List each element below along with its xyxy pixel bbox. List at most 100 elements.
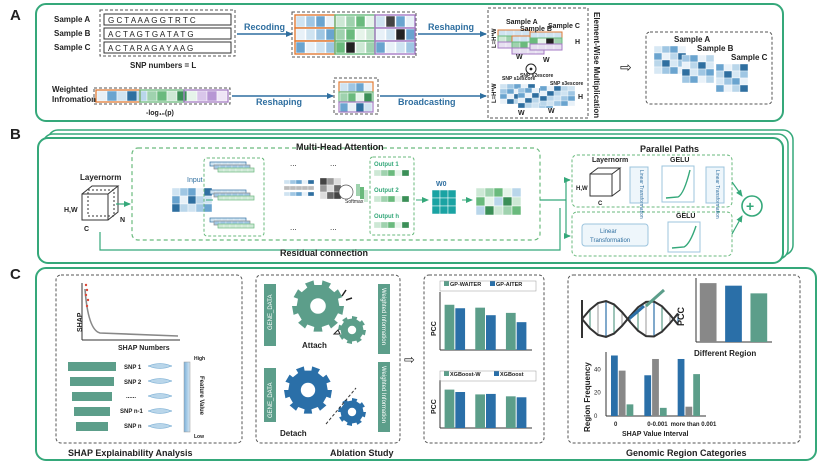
weight-cell [156,90,168,102]
stack-cell [545,37,555,45]
output-cell [681,75,691,84]
reshaped-cell [339,102,349,113]
bar-GP-AITER-1 [455,308,466,350]
implies-arrow: ⇨ [620,59,632,75]
bar-XGBoost-W-1 [444,389,455,428]
weight-stack-cell [524,102,533,109]
output-cell [739,63,749,72]
dim-w-bottom-2: W [548,108,555,115]
to-parallel-top [564,177,571,200]
gelu-curve-2 [671,225,697,249]
weight-stack-cell [506,98,515,105]
attn-row-cell [295,191,303,197]
output-cell [661,52,671,61]
dim-lhw-top: L=H*W [492,28,498,48]
weight-bar [95,89,229,103]
weight-stack-cell [499,98,508,105]
weight-cell [146,90,158,102]
dots-2: ... [330,159,337,168]
panel-c-letter: C [10,266,21,283]
mha-output-cell [484,205,495,216]
sequence-box [99,9,236,57]
stack-cell [545,43,555,51]
output-bars [373,169,410,229]
weight-stack-cell [560,100,569,107]
attn-score-cell [326,177,335,186]
snp-caption: SNP numbers = L [130,61,196,70]
recoded-cell [325,15,336,28]
bar-series-1-0 [618,370,626,416]
output-cell [697,75,707,84]
attn-row-cell [307,179,315,185]
shap-violin [147,378,173,384]
output-2-label: Output 2 [374,188,399,194]
legend-label: GP-WAITER [450,282,481,288]
recoded-cell [375,28,386,41]
recoded-cell [295,28,306,41]
snp-bar [74,407,110,416]
mha-output-cell [493,205,504,216]
ablation-title: Ablation Study [330,448,394,458]
weight-stack-cell [567,90,576,97]
output-cell [723,70,733,79]
recoded-cell [345,41,356,54]
value-bar [356,184,360,196]
bar-series-0-2 [725,285,742,342]
bar-GP-WAITER-1 [444,304,455,350]
dna-helix [581,288,679,338]
layernorm-label: Layernorm [80,173,121,182]
pp-cube [589,167,622,197]
qkv-cell [217,195,225,201]
stack-label-a: Sample A [506,19,538,26]
legend-swatch [444,281,449,286]
weight-stack-cell [499,88,508,95]
qkv-cell [217,223,225,229]
reshaped-cell [347,92,357,103]
recoded-cell [385,28,396,41]
reshaped-weight-box [333,77,379,115]
dim-h-top: H [575,39,580,46]
output-bar-cell [387,221,396,229]
weight-stack-cell [524,87,533,94]
shap-point [85,288,89,292]
output-label-a: Sample A [674,35,710,44]
recoded-cell [375,15,386,28]
reshaped-row-border [338,101,374,113]
weight-stack-cell [546,100,555,107]
linear-box-1 [629,166,649,204]
legend-swatch [490,281,495,286]
high-label: High [194,356,205,362]
output-cell [689,68,699,77]
weighted-tag-1 [378,284,390,354]
dots-3: ... [290,223,297,232]
sequence-a: G C T A A A G G T R T C [108,16,196,25]
attention-computation [283,177,368,202]
value-bar [364,190,368,202]
pp-hw: H,W [576,186,588,192]
feature-value-label: Feature Value [198,376,204,416]
panel-a-letter: A [10,7,21,24]
freq-tick: 40 [594,367,601,373]
weight-stack-cell [553,85,562,92]
recoded-cell [315,15,326,28]
weight-stack-cell [560,85,569,92]
weight-stack-cell [524,97,533,104]
stack-cell [553,43,563,51]
mha-output-cell [475,205,486,216]
output-cell [739,84,749,93]
recoded-cell [365,41,376,54]
residual-line [99,208,561,251]
output-bar-cell [394,195,403,203]
weight-cell [136,90,148,102]
attn-score-cell [319,191,328,200]
linear-box-2 [705,166,725,204]
weight-stack-cell [560,95,569,102]
dim-n: N [120,217,125,224]
stack-cell [519,35,529,43]
weight-cell [216,90,228,102]
to-parallel-bottom [564,200,571,239]
output-cell [705,75,715,84]
recoded-cell [325,28,336,41]
dim-w-top-2: W [543,57,550,64]
